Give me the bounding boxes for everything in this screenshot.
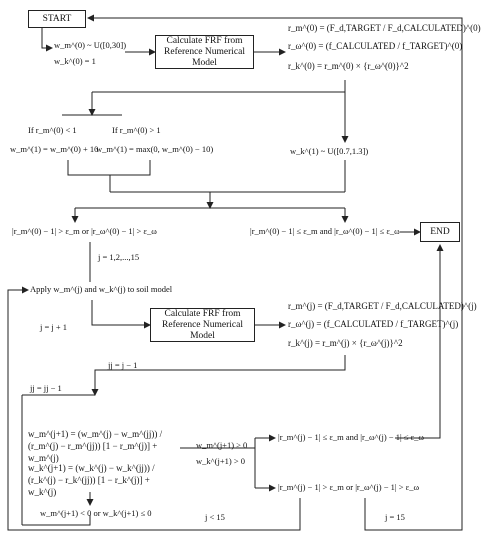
init-wm-formula: w_m^(0) ~ U([0,30]) — [54, 40, 127, 50]
j-lt-15: j < 15 — [205, 512, 225, 522]
neg-condition: w_m^(j+1) < 0 or w_k^(j+1) ≤ 0 — [40, 508, 152, 518]
init-wk-formula: w_k^(0) = 1 — [54, 56, 96, 66]
r0-w-formula: r_ω^(0) = (f_CALCULATED / f_TARGET)^(0) — [288, 41, 463, 51]
j-increment: j = j + 1 — [40, 322, 68, 332]
wk-update-formula: w_k^(j+1) = (w_k^(j) − w_k^(jj)) / (r_k^… — [28, 463, 155, 497]
rj-m-formula: r_m^(j) = (F_d,TARGET / F_d,CALCULATED)^… — [288, 301, 477, 311]
j-eq-15: j = 15 — [385, 512, 405, 522]
rj-k-formula: r_k^(j) = r_m^(j) × {r_ω^(j)}^2 — [288, 338, 403, 348]
cond-fail: |r_m^(0) − 1| > ε_m or |r_ω^(0) − 1| > ε… — [12, 226, 157, 236]
start-label: START — [42, 13, 72, 24]
pos-cond-2: w_k^(j+1) > 0 — [196, 456, 245, 466]
apply-text: Apply w_m^(j) and w_k^(j) to soil model — [30, 284, 173, 294]
end-node: END — [420, 222, 460, 242]
calc-frf-label-2: Calculate FRF from Reference Numerical M… — [162, 308, 243, 341]
connector-start-init — [41, 28, 53, 52]
start-node: START — [28, 10, 86, 28]
cond-pass: |r_m^(0) − 1| ≤ ε_m and |r_ω^(0) − 1| ≤ … — [250, 226, 400, 236]
wk1-formula: w_k^(1) ~ U([0.7,1.3]) — [290, 146, 369, 156]
end-label: END — [430, 226, 450, 237]
calc-frf-box-1: Calculate FRF from Reference Numerical M… — [155, 35, 254, 69]
jj-assign: jj = j − 1 — [108, 360, 138, 370]
jj-decrement: jj = jj − 1 — [30, 383, 62, 393]
r0-m-formula: r_m^(0) = (F_d,TARGET / F_d,CALCULATED)^… — [288, 23, 481, 33]
r0-k-formula: r_k^(0) = r_m^(0) × {r_ω^(0)}^2 — [288, 61, 409, 71]
if-lt-condition: If r_m^(0) < 1 — [28, 125, 77, 135]
calc-frf-label-1: Calculate FRF from Reference Numerical M… — [164, 35, 245, 68]
condj-pass: |r_m^(j) − 1| ≤ ε_m and |r_ω^(j) − 1| ≤ … — [278, 432, 424, 442]
pos-cond-1: w_m^(j+1) ≥ 0 — [196, 440, 248, 450]
calc-frf-box-2: Calculate FRF from Reference Numerical M… — [150, 308, 255, 342]
rj-w-formula: r_ω^(j) = (f_CALCULATED / f_TARGET)^(j) — [288, 319, 459, 329]
wm1-gt-formula: w_m^(1) = max(0, w_m^(0) − 10) — [96, 144, 214, 154]
if-gt-condition: If r_m^(0) > 1 — [112, 125, 161, 135]
wm1-lt-formula: w_m^(1) = w_m^(0) + 10 — [10, 144, 99, 154]
condj-fail: |r_m^(j) − 1| > ε_m or |r_ω^(j) − 1| > ε… — [278, 482, 420, 492]
wm-update-formula: w_m^(j+1) = (w_m^(j) − w_m^(jj)) / (r_m^… — [28, 429, 163, 463]
j-range: j = 1,2,...,15 — [98, 252, 140, 262]
